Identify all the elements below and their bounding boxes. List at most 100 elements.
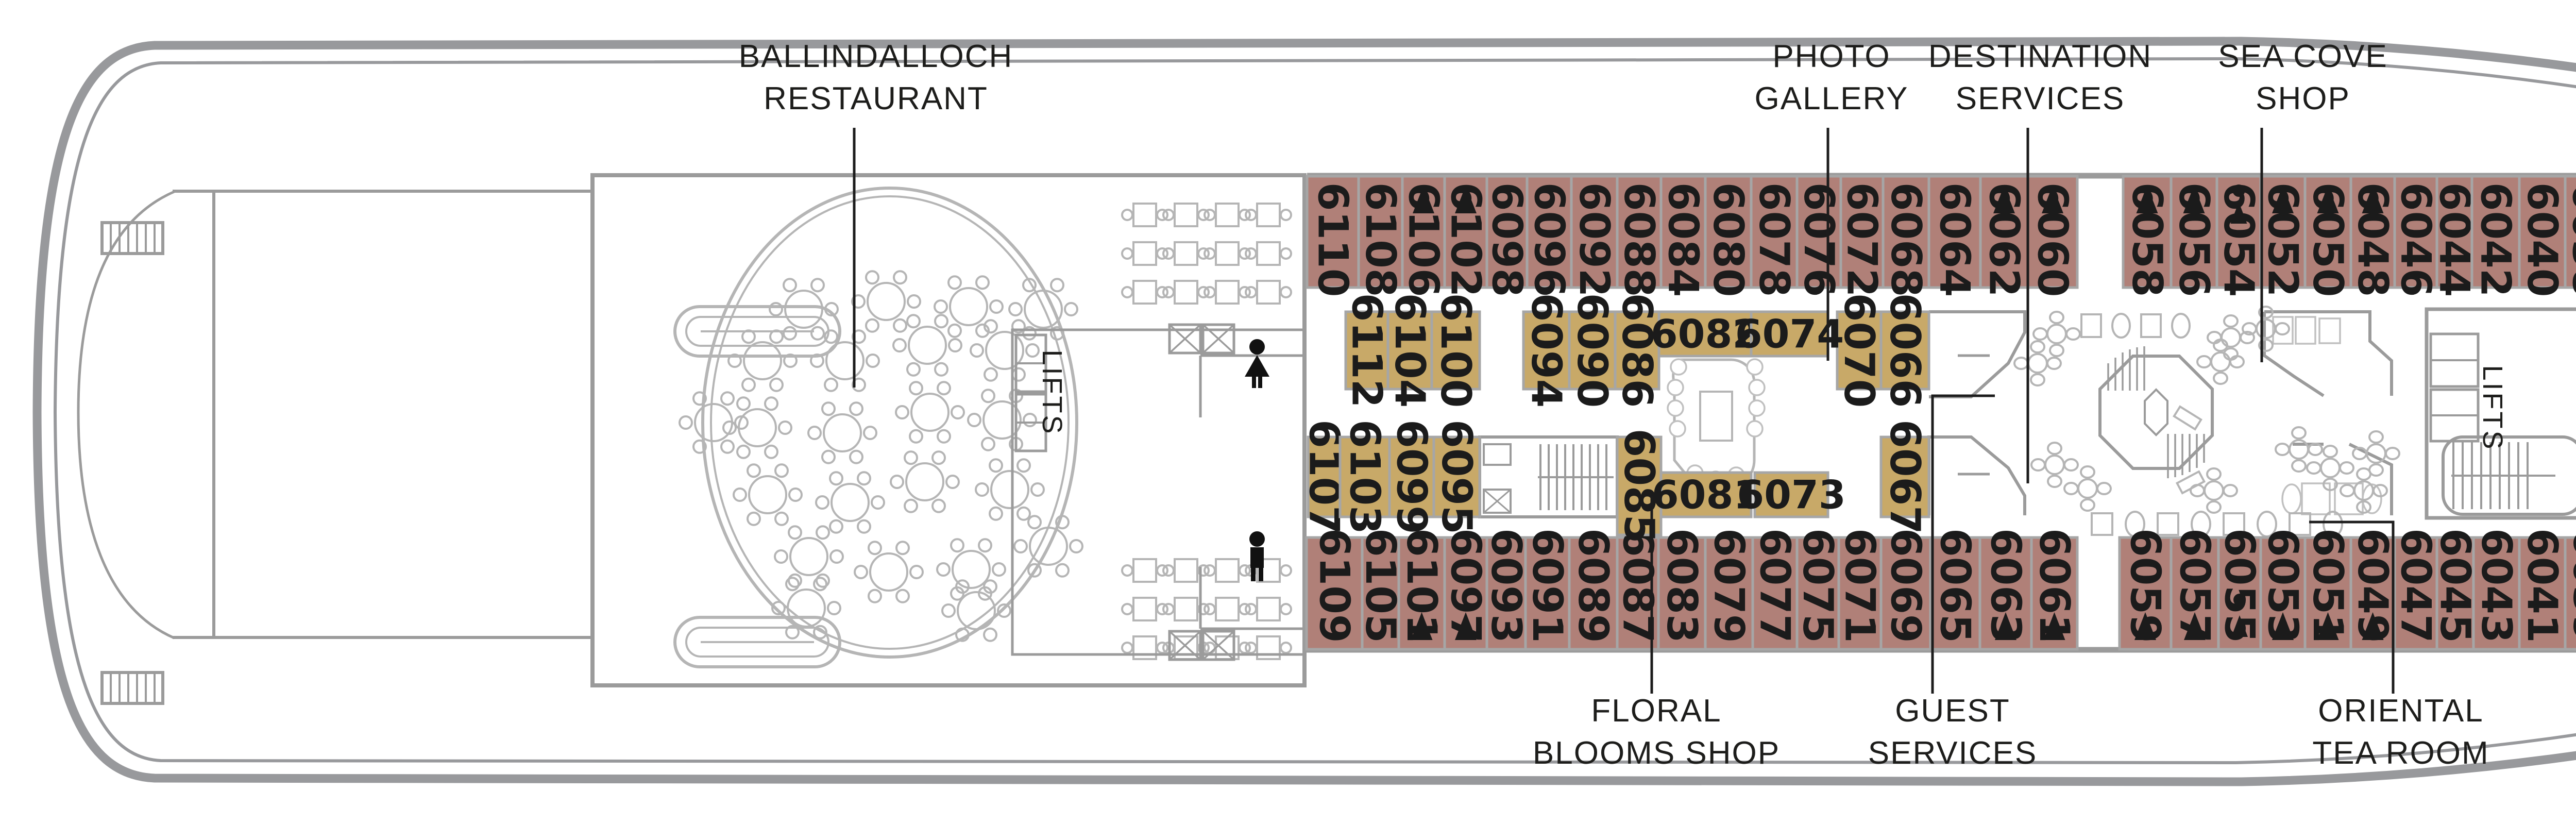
cabin-6073[interactable]: 6073 [1737,471,1846,518]
cabin-6070[interactable]: 6070 [1835,293,1883,408]
cabin-6046-label: 6046 [2392,182,2440,297]
cabin-6088-label: 6088 [1615,182,1663,297]
cabin-6093-label: 6093 [1482,528,1530,643]
cabin-6092[interactable]: 6092 [1570,175,1619,297]
grand-staircase [2098,346,2214,478]
cabin-6069[interactable]: 6069 [1879,528,1932,651]
cabin-6057[interactable]: 6057 [2170,528,2220,651]
destination-services-label-line1: DESTINATION [1928,39,2152,74]
cabin-6109[interactable]: 6109 [1305,528,1364,651]
cabin-6085[interactable]: 6085 [1615,429,1663,544]
dining-table [854,541,924,603]
dining-table [722,396,792,459]
cabin-6100[interactable]: 6100 [1430,293,1481,408]
cabin-6101[interactable]: 6101 [1397,528,1446,651]
cabin-6067[interactable]: 6067 [1879,419,1930,534]
cabin-6066[interactable]: 6066 [1879,293,1930,408]
cabin-6043[interactable]: 6043 [2472,528,2521,651]
cabin-6087[interactable]: 6087 [1614,528,1662,651]
cabin-6040[interactable]: 6040 [2518,175,2567,297]
forward-core [2425,307,2576,520]
cabin-6096[interactable]: 6096 [1526,175,1573,297]
cabin-6056[interactable]: 6056 [2170,175,2218,297]
cabin-6041[interactable]: 6041 [2518,528,2567,651]
dining-table [679,391,749,454]
cabin-6072[interactable]: 6072 [1838,175,1886,297]
cabin-6058[interactable]: 6058 [2122,175,2173,297]
cabin-6039[interactable]: 6039 [2564,528,2576,651]
cabin-6095[interactable]: 6095 [1432,419,1481,534]
cabin-6047[interactable]: 6047 [2392,528,2440,651]
cabin-6042[interactable]: 6042 [2470,175,2521,297]
cabin-6102[interactable]: 6102 [1442,175,1490,297]
cabin-6046[interactable]: 6046 [2392,175,2440,297]
cabin-6050[interactable]: 6050 [2303,175,2352,297]
cabin-6053[interactable]: 6053 [2259,528,2307,651]
cabin-6076[interactable]: 6076 [1795,175,1843,297]
cabin-6060[interactable]: 6060 [2026,175,2079,297]
cabin-6084[interactable]: 6084 [1659,175,1707,297]
cabin-6103-label: 6103 [1341,419,1389,534]
cabin-6059[interactable]: 6059 [2118,528,2173,651]
cabin-6054[interactable]: 6054 [2215,175,2263,297]
cabin-6075[interactable]: 6075 [1794,528,1842,651]
cabin-6065[interactable]: 6065 [1929,528,1981,651]
cabin-6105[interactable]: 6105 [1357,528,1404,651]
cabin-6093[interactable]: 6093 [1482,528,1530,651]
dining-table [1008,278,1078,341]
cabin-6051[interactable]: 6051 [2303,528,2352,651]
cabin-6077[interactable]: 6077 [1751,528,1799,651]
lifts-restaurant-label: LIFTS [1037,349,1067,435]
cabin-6042-label: 6042 [2472,182,2520,297]
cabin-6068[interactable]: 6068 [1882,175,1930,297]
cabin-6112-label: 6112 [1343,293,1391,408]
cabin-6089[interactable]: 6089 [1568,528,1619,651]
cabin-6104-label: 6104 [1386,293,1434,408]
cabin-6049[interactable]: 6049 [2349,528,2397,651]
cabin-6038[interactable]: 6038 [2564,175,2576,297]
cabin-6087-label: 6087 [1614,528,1662,643]
cabin-6090[interactable]: 6090 [1568,293,1617,408]
cabin-6097[interactable]: 6097 [1442,528,1490,651]
cabin-6054-label: 6054 [2215,182,2263,297]
cabin-6086[interactable]: 6086 [1613,293,1661,408]
dining-table [967,389,1037,451]
cabin-6044[interactable]: 6044 [2431,175,2479,297]
cabin-6045[interactable]: 6045 [2431,528,2479,651]
cabin-6106[interactable]: 6106 [1400,175,1448,297]
dining-table [890,450,960,513]
cabin-6082[interactable]: 6082 [1651,310,1760,358]
cabin-6083[interactable]: 6083 [1657,528,1707,651]
dining-table-square [1245,241,1292,266]
cabin-6099[interactable]: 6099 [1388,419,1436,534]
connecting-triangle-marker [2317,186,2339,213]
cabin-6081[interactable]: 6081 [1652,471,1761,518]
cabin-6112[interactable]: 6112 [1343,293,1391,408]
cabin-6048[interactable]: 6048 [2349,175,2397,297]
oriental-tea-room-walls [2281,443,2393,515]
cabin-6088[interactable]: 6088 [1615,175,1663,297]
cabin-6061[interactable]: 6061 [2030,528,2079,651]
cabin-6052[interactable]: 6052 [2259,175,2307,297]
dining-table-square [1162,280,1210,305]
cabin-6104[interactable]: 6104 [1386,293,1434,408]
cabin-6080[interactable]: 6080 [1704,175,1753,297]
cabin-6108[interactable]: 6108 [1357,175,1404,297]
cabin-6094[interactable]: 6094 [1522,293,1571,408]
cabin-6094-label: 6094 [1522,293,1570,408]
cabin-6091[interactable]: 6091 [1523,528,1571,651]
lounge-seating-cluster [2352,430,2400,477]
cabin-6071[interactable]: 6071 [1836,528,1884,651]
cabin-6063[interactable]: 6063 [1978,528,2033,651]
cabin-6078[interactable]: 6078 [1750,175,1799,297]
connecting-triangle-marker [1455,186,1477,213]
cabin-6079[interactable]: 6079 [1704,528,1754,651]
cabin-6108-label: 6108 [1357,182,1404,297]
cabin-6064[interactable]: 6064 [1927,175,1982,297]
cabin-6110[interactable]: 6110 [1306,175,1360,297]
cabin-6062[interactable]: 6062 [1979,175,2029,297]
cabin-6103[interactable]: 6103 [1338,419,1391,534]
cabin-6055[interactable]: 6055 [2216,528,2264,651]
cabin-6098[interactable]: 6098 [1483,175,1531,297]
